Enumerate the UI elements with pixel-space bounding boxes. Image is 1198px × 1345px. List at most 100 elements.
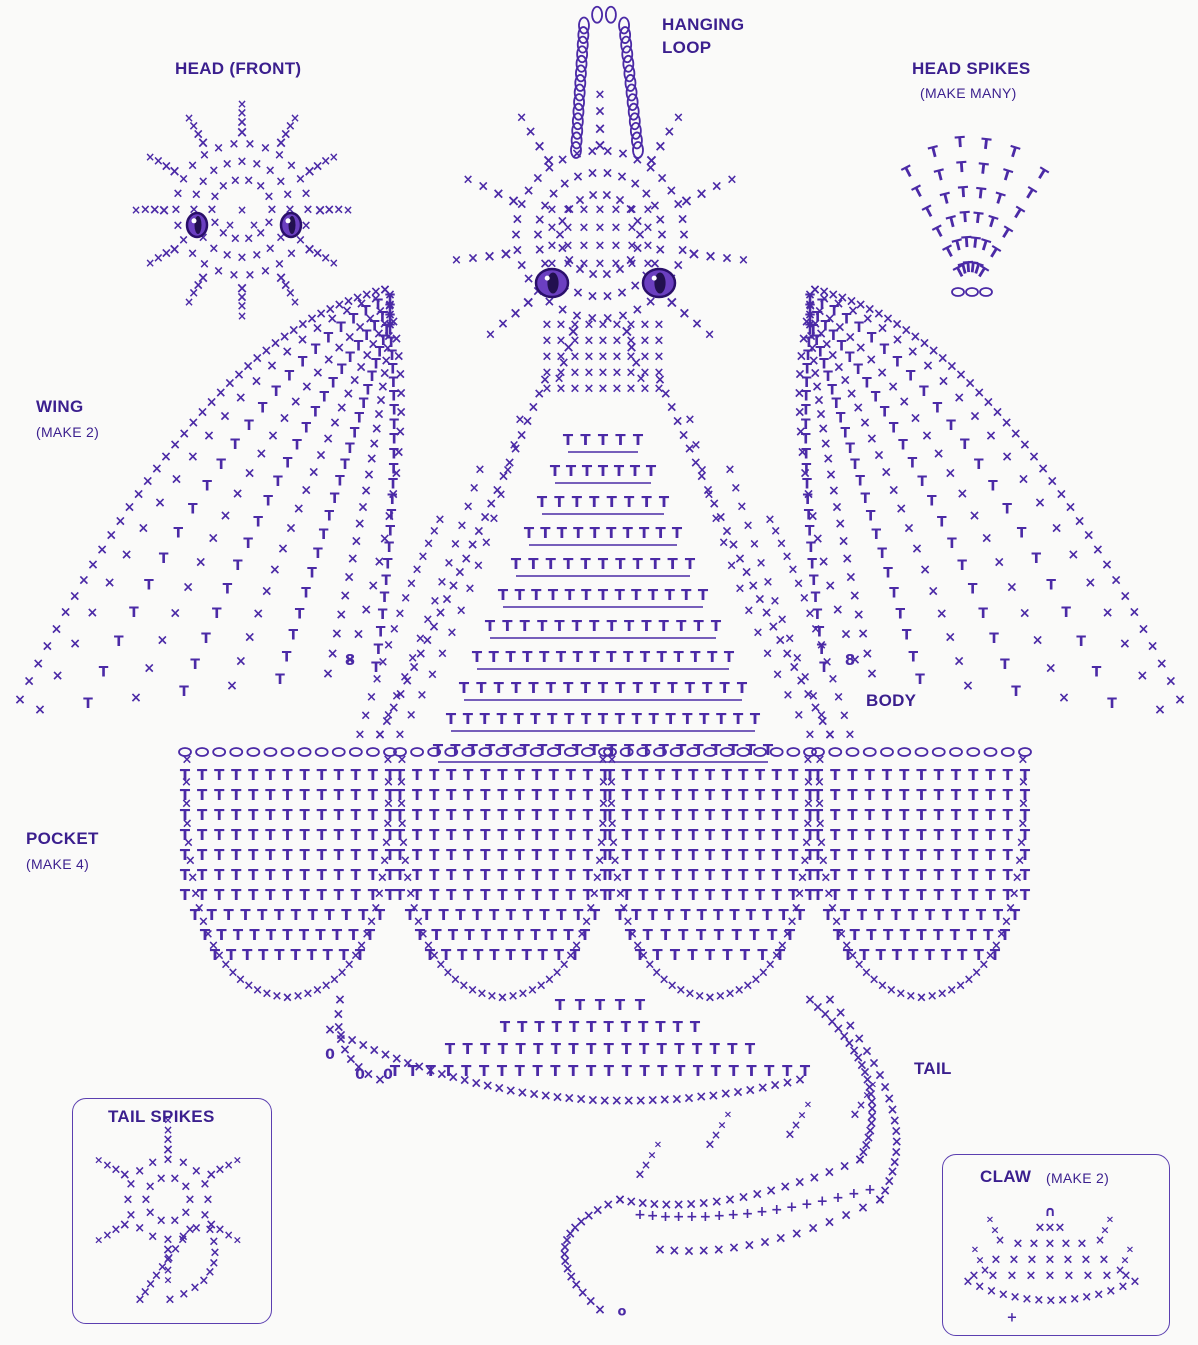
- svg-text:T: T: [590, 524, 601, 542]
- svg-text:×: ×: [623, 1093, 635, 1109]
- svg-text:T: T: [378, 607, 388, 623]
- svg-text:×: ×: [859, 415, 871, 431]
- svg-text:T: T: [866, 509, 876, 525]
- svg-text:×: ×: [256, 446, 268, 462]
- svg-text:×: ×: [512, 242, 524, 258]
- svg-text:×: ×: [251, 248, 262, 263]
- svg-text:×: ×: [430, 594, 441, 609]
- svg-text:×: ×: [417, 688, 428, 703]
- svg-text:T: T: [845, 441, 855, 457]
- svg-text:T: T: [750, 710, 761, 728]
- svg-text:T: T: [457, 946, 468, 964]
- svg-text:T: T: [368, 786, 379, 804]
- svg-text:T: T: [916, 886, 927, 904]
- svg-text:T: T: [755, 846, 766, 864]
- svg-text:T: T: [899, 846, 910, 864]
- svg-text:×: ×: [627, 203, 638, 218]
- label-body: BODY: [866, 690, 916, 712]
- svg-text:T: T: [1003, 826, 1014, 844]
- svg-text:×: ×: [191, 188, 202, 203]
- svg-text:×: ×: [492, 185, 505, 203]
- svg-text:T: T: [463, 766, 474, 784]
- svg-text:T: T: [549, 866, 560, 884]
- svg-text:T: T: [958, 183, 970, 202]
- svg-text:T: T: [282, 650, 292, 666]
- svg-text:T: T: [633, 679, 644, 697]
- svg-text:T: T: [514, 806, 525, 824]
- svg-text:×: ×: [880, 465, 892, 481]
- svg-text:×: ×: [817, 421, 829, 437]
- svg-text:T: T: [282, 766, 293, 784]
- svg-text:T: T: [1003, 786, 1014, 804]
- svg-text:T: T: [650, 555, 661, 573]
- svg-text:T: T: [429, 886, 440, 904]
- svg-text:+: +: [727, 1207, 739, 1223]
- svg-text:T: T: [738, 826, 749, 844]
- svg-text:×: ×: [391, 689, 402, 704]
- svg-text:T: T: [861, 491, 871, 507]
- svg-text:T: T: [738, 866, 749, 884]
- svg-text:T: T: [688, 886, 699, 904]
- svg-text:T: T: [607, 493, 618, 511]
- svg-text:×: ×: [711, 512, 722, 527]
- svg-text:T: T: [308, 906, 319, 924]
- svg-text:×: ×: [52, 668, 64, 684]
- svg-text:×: ×: [525, 124, 537, 140]
- svg-text:T: T: [655, 806, 666, 824]
- svg-text:×: ×: [632, 302, 644, 318]
- svg-text:T: T: [514, 846, 525, 864]
- svg-text:T: T: [638, 1018, 649, 1036]
- svg-text:T: T: [880, 342, 890, 358]
- svg-text:×: ×: [190, 886, 201, 901]
- svg-text:×: ×: [96, 542, 108, 558]
- svg-text:T: T: [930, 221, 948, 242]
- svg-text:×: ×: [898, 394, 910, 410]
- svg-text:×: ×: [762, 647, 773, 662]
- svg-text:×: ×: [290, 394, 302, 410]
- svg-text:×: ×: [383, 796, 394, 811]
- svg-text:×: ×: [1068, 547, 1080, 563]
- svg-text:×: ×: [595, 221, 606, 236]
- svg-text:T: T: [334, 886, 345, 904]
- svg-text:T: T: [621, 1040, 632, 1058]
- svg-text:×: ×: [749, 537, 760, 552]
- svg-text:T: T: [906, 369, 916, 385]
- svg-text:×: ×: [769, 1078, 781, 1094]
- svg-text:T: T: [572, 617, 583, 635]
- label-tail-spikes: TAIL SPIKES: [108, 1106, 215, 1128]
- svg-text:×: ×: [783, 688, 794, 703]
- svg-text:T: T: [772, 826, 783, 844]
- svg-text:×: ×: [264, 190, 275, 205]
- svg-text:T: T: [968, 846, 979, 864]
- label-hanging-loop-2: LOOP: [662, 37, 711, 59]
- svg-text:×: ×: [171, 471, 183, 487]
- svg-text:T: T: [595, 996, 606, 1014]
- svg-text:T: T: [230, 437, 240, 453]
- svg-text:T: T: [548, 586, 559, 604]
- svg-text:T: T: [716, 710, 727, 728]
- svg-text:×: ×: [777, 613, 788, 628]
- svg-text:T: T: [197, 866, 208, 884]
- svg-text:×: ×: [395, 728, 406, 743]
- svg-text:T: T: [480, 886, 491, 904]
- svg-text:+: +: [801, 1197, 813, 1213]
- svg-text:×: ×: [42, 638, 54, 654]
- svg-text:T: T: [622, 806, 633, 824]
- svg-text:×: ×: [705, 991, 716, 1006]
- svg-text:×: ×: [483, 247, 496, 265]
- svg-text:T: T: [554, 493, 565, 511]
- svg-text:T: T: [934, 886, 945, 904]
- svg-text:×: ×: [595, 239, 606, 254]
- svg-text:×: ×: [698, 1243, 710, 1259]
- svg-text:T: T: [622, 826, 633, 844]
- svg-text:T: T: [299, 926, 310, 944]
- svg-text:T: T: [909, 650, 919, 666]
- svg-text:×: ×: [393, 445, 405, 461]
- svg-text:×: ×: [593, 136, 606, 155]
- svg-text:×: ×: [131, 203, 141, 217]
- svg-text:T: T: [1021, 183, 1040, 204]
- svg-text:×: ×: [808, 689, 819, 704]
- label-tail: TAIL: [914, 1058, 952, 1080]
- svg-text:T: T: [640, 648, 651, 666]
- svg-text:T: T: [317, 766, 328, 784]
